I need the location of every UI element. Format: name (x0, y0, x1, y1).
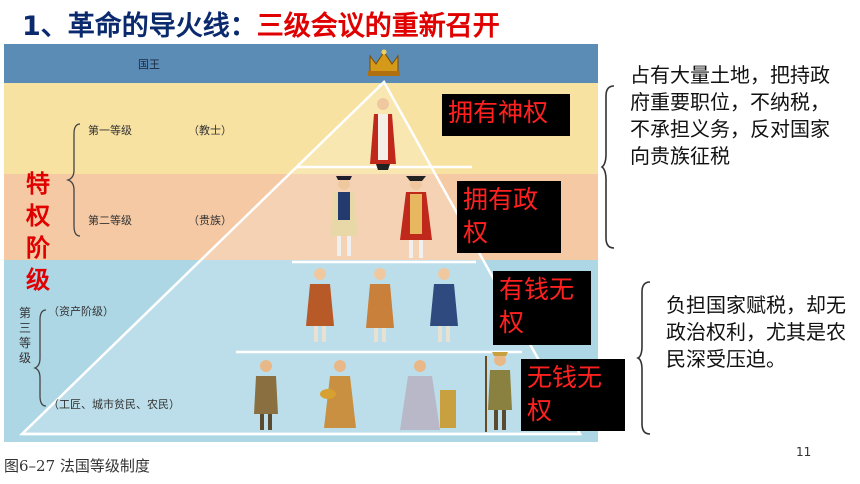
commoner-figure-2-icon (320, 360, 356, 428)
page-number: 11 (796, 445, 812, 459)
privileged-note: 占有大量土地，把持政府重要职位，不纳税，不承担义务，反对国家向贵族征税 (630, 63, 830, 168)
bourgeois-figure-1-icon (306, 268, 334, 342)
title-prefix: 1、革命的导火线： (22, 11, 257, 42)
commoner-figure-4-icon (485, 352, 512, 432)
king-label: 国王 (138, 58, 160, 71)
commoner-figure-3-icon (400, 360, 456, 430)
figure-caption: 图6–27 法国等级制度 (4, 457, 150, 475)
tag-rich-no-power: 有钱无权 (493, 271, 591, 345)
clergy-figure-icon (370, 98, 396, 170)
noble-figure-1-icon (330, 176, 358, 256)
second-estate-label: 第二等级 (88, 214, 132, 227)
third-note: 负担国家赋税，却无政治权利，尤其是农民深受压迫。 (666, 293, 846, 371)
third-estate-brace (33, 309, 47, 407)
privileged-note-brace (600, 85, 615, 249)
tag-political-power: 拥有政权 (457, 181, 561, 253)
third-estate-label: 第三等级 (18, 306, 31, 365)
tag-poor-no-power: 无钱无权 (521, 359, 625, 431)
bourgeois-figure-3-icon (430, 268, 458, 342)
commoners-note: （工匠、城市贫民、农民） (48, 398, 180, 411)
first-estate-note: （教士） (188, 124, 232, 137)
second-estate-note: （贵族） (188, 214, 232, 227)
third-note-brace (636, 281, 651, 435)
commoner-figure-1-icon (254, 360, 278, 430)
bourgeoisie-note: （资产阶级） (48, 305, 114, 318)
crown-icon (368, 49, 400, 76)
title-highlight: 三级会议的重新召开 (256, 11, 500, 42)
privileged-class-label: 特权阶级 (26, 170, 50, 294)
noble-figure-2-icon (400, 176, 432, 258)
king-band (4, 44, 598, 83)
first-estate-label: 第一等级 (88, 124, 132, 137)
slide-title: 1、革命的导火线：三级会议的重新召开 (22, 4, 500, 43)
tag-religious-power: 拥有神权 (442, 94, 570, 136)
first-second-brace (65, 123, 81, 237)
bourgeois-figure-2-icon (366, 268, 394, 342)
pyramid-graphic (18, 49, 583, 436)
